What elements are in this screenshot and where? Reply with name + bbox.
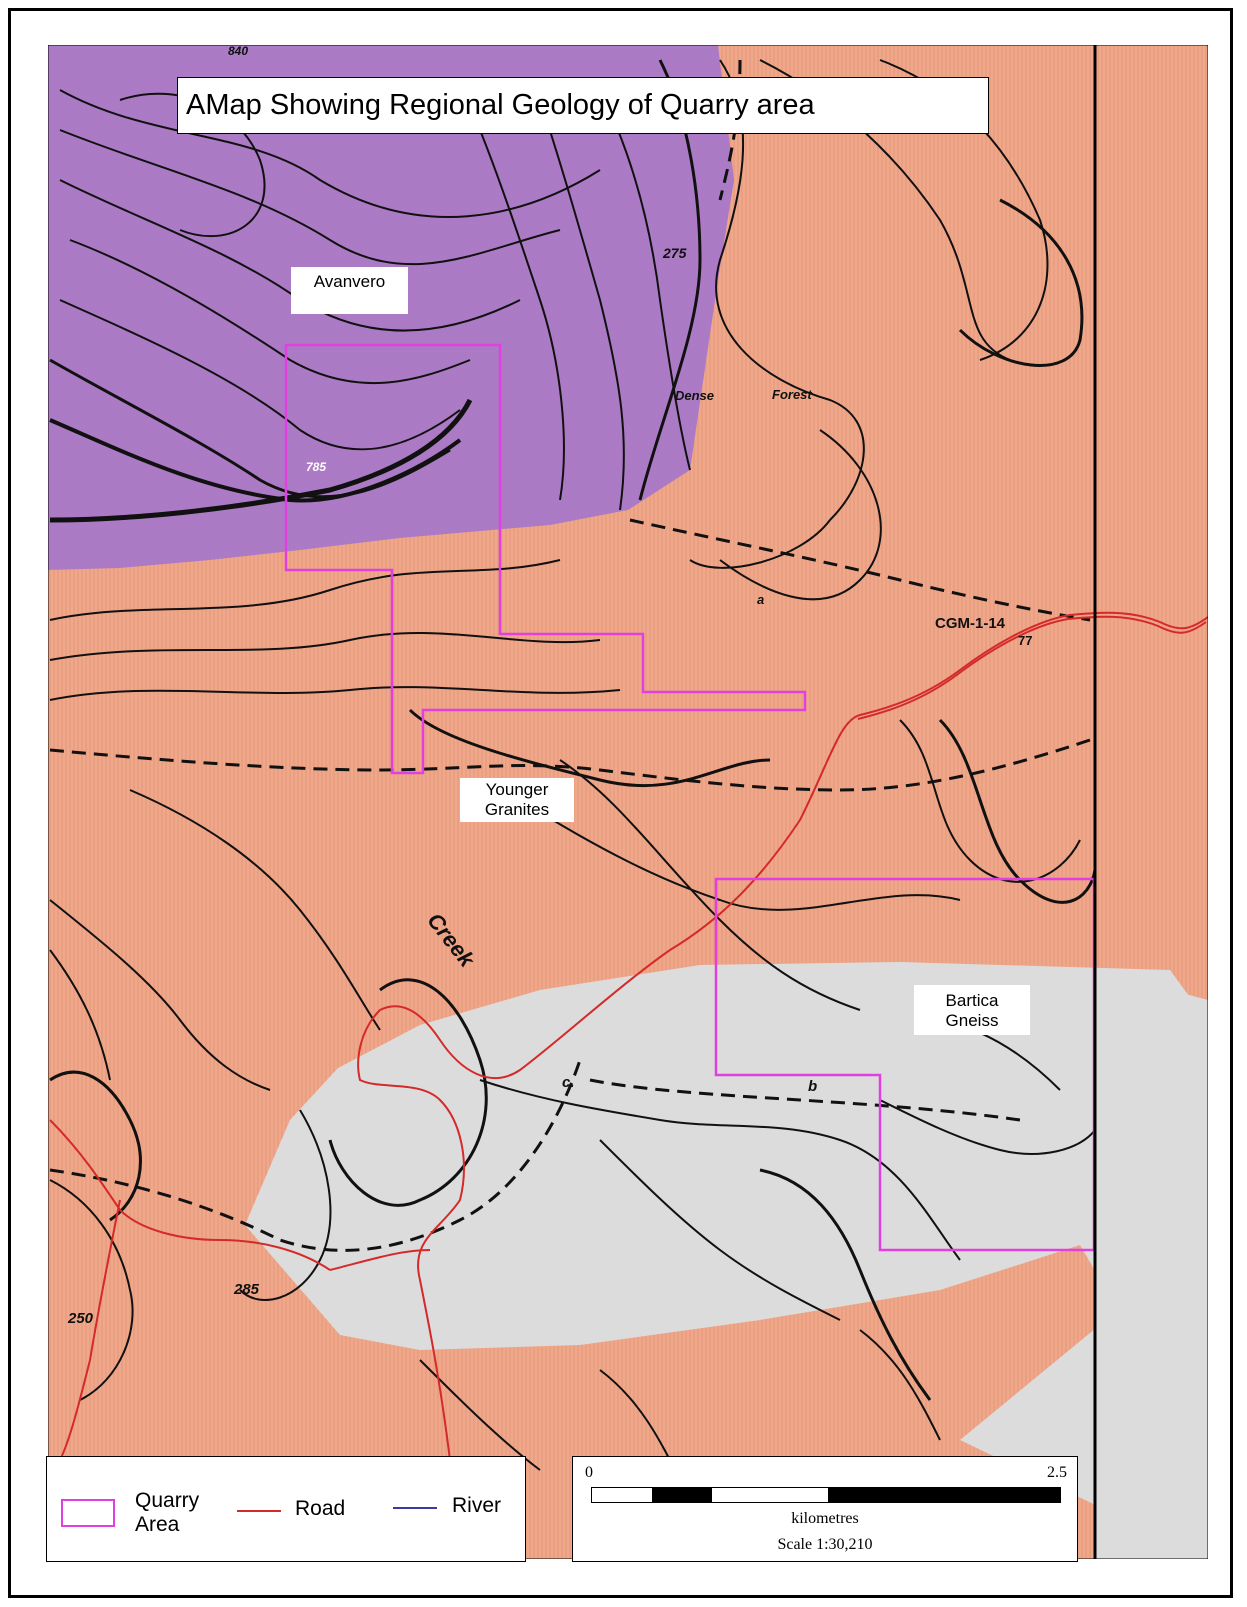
scale-seg-4 — [828, 1488, 1060, 1502]
scale-end-label: 2.5 — [1047, 1464, 1067, 1481]
quarry-area-legend-label: Quarry Area — [135, 1489, 225, 1537]
river-legend-label: River — [452, 1494, 502, 1517]
elevation-275: 275 — [663, 245, 687, 261]
forest-label: Forest — [772, 387, 812, 402]
station-label: CGM-1-14 — [935, 615, 1006, 632]
bartica-gneiss-right — [1095, 970, 1208, 1559]
mark-c: c. — [562, 1074, 575, 1091]
scale-seg-2 — [652, 1488, 713, 1502]
map-title: AMap Showing Regional Geology of Quarry … — [177, 77, 989, 134]
quarry-area-north — [284, 343, 807, 775]
dashed-tracks — [49, 59, 1091, 1252]
avanvero-label: Avanvero — [291, 267, 408, 314]
legend: Quarry Area Road River — [46, 1456, 526, 1562]
bartica-gneiss-line2: Gneiss — [945, 1010, 999, 1030]
station-dip-label: 77 — [1018, 633, 1033, 648]
bartica-gneiss-label: Bartica Gneiss — [914, 985, 1030, 1035]
avanvero-label-text: Avanvero — [313, 272, 386, 291]
elevation-285: 285 — [234, 1281, 260, 1298]
elevation-785: 785 — [306, 460, 327, 474]
scale-start-label: 0 — [585, 1464, 593, 1481]
roads — [49, 611, 1208, 1461]
quarry-area-swatch — [61, 1499, 115, 1527]
scale-seg-3 — [712, 1488, 829, 1502]
quarry-legend-line1: Quarry — [135, 1489, 200, 1512]
dense-label: Dense — [675, 388, 715, 403]
bartica-gneiss-line1: Bartica — [945, 991, 999, 1010]
scale-bar-graphic — [591, 1487, 1061, 1503]
younger-granites-line2: Granites — [484, 799, 550, 819]
younger-granites-label: Younger Granites — [460, 778, 574, 822]
river-swatch — [393, 1507, 437, 1509]
quarry-legend-line2: Area — [135, 1513, 180, 1536]
elevation-250: 250 — [68, 1310, 94, 1327]
elevation-840: 840 — [228, 44, 249, 58]
scale-bar: 0 2.5 kilometres Scale 1:30,210 — [572, 1456, 1078, 1562]
scale-ratio-label: Scale 1:30,210 — [777, 1536, 873, 1553]
road-legend-label: Road — [295, 1497, 346, 1520]
mark-b: b — [808, 1078, 818, 1095]
mark-a: a — [757, 592, 765, 607]
road-swatch — [237, 1510, 281, 1512]
contour-lines — [49, 59, 1097, 1481]
younger-granites-line1: Younger — [485, 780, 549, 799]
scale-units-label: kilometres — [791, 1510, 859, 1527]
scale-seg-1 — [592, 1488, 653, 1502]
